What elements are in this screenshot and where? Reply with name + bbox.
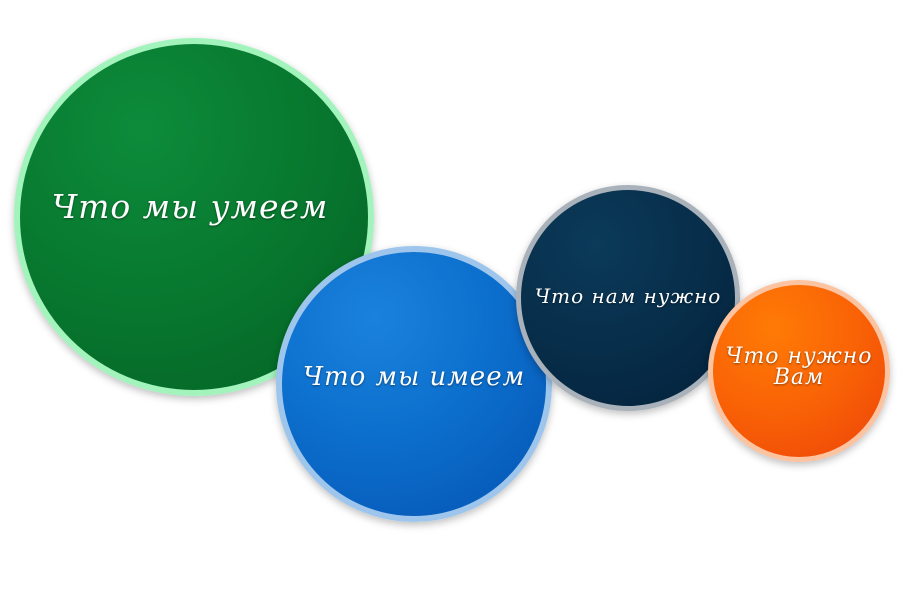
bubble-label: Что мы имеем [302,361,526,392]
bubble-label-line1: Что нужно [725,343,873,369]
bubble-label-line2: Вам [773,365,825,390]
bubble-what-we-need: Что нам нужно [516,185,740,411]
bubble-what-we-can-do: Что мы умеем [14,38,374,396]
bubble-label-wrapper: Что нужно Вам [725,344,872,391]
bubble-label: Что мы умеем [51,187,329,227]
bubble-what-we-have: Что мы имеем [276,246,552,522]
bubble-what-you-need: Что нужно Вам [708,280,890,462]
bubble-label: Что нам нужно [534,283,722,308]
